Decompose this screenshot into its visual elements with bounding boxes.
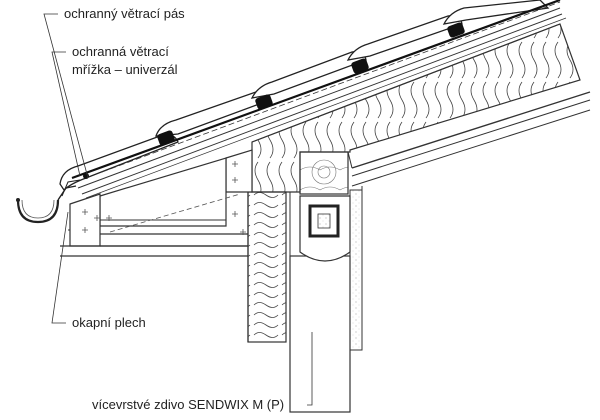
rafter-block [299,151,349,195]
label-drip-edge: okapní plech [72,315,146,330]
leader-lines [43,13,313,406]
label-vent-strip: ochranný větrací pás [64,6,185,21]
masonry-wall [247,189,363,413]
tile-underside [71,0,561,180]
soffit-box [60,149,253,342]
label-vent-grid-line2: mřížka – univerzál [72,62,178,77]
ring-beam [299,195,351,262]
gutter [16,179,81,224]
label-vent-grid-line1: ochranná větrací [72,44,169,59]
roof-insulation [251,23,581,193]
roof-tiles [59,0,550,192]
roof-underlay [77,7,567,199]
inner-lining [347,91,591,350]
label-masonry: vícevrstvé zdivo SENDWIX M (P) [92,397,284,412]
